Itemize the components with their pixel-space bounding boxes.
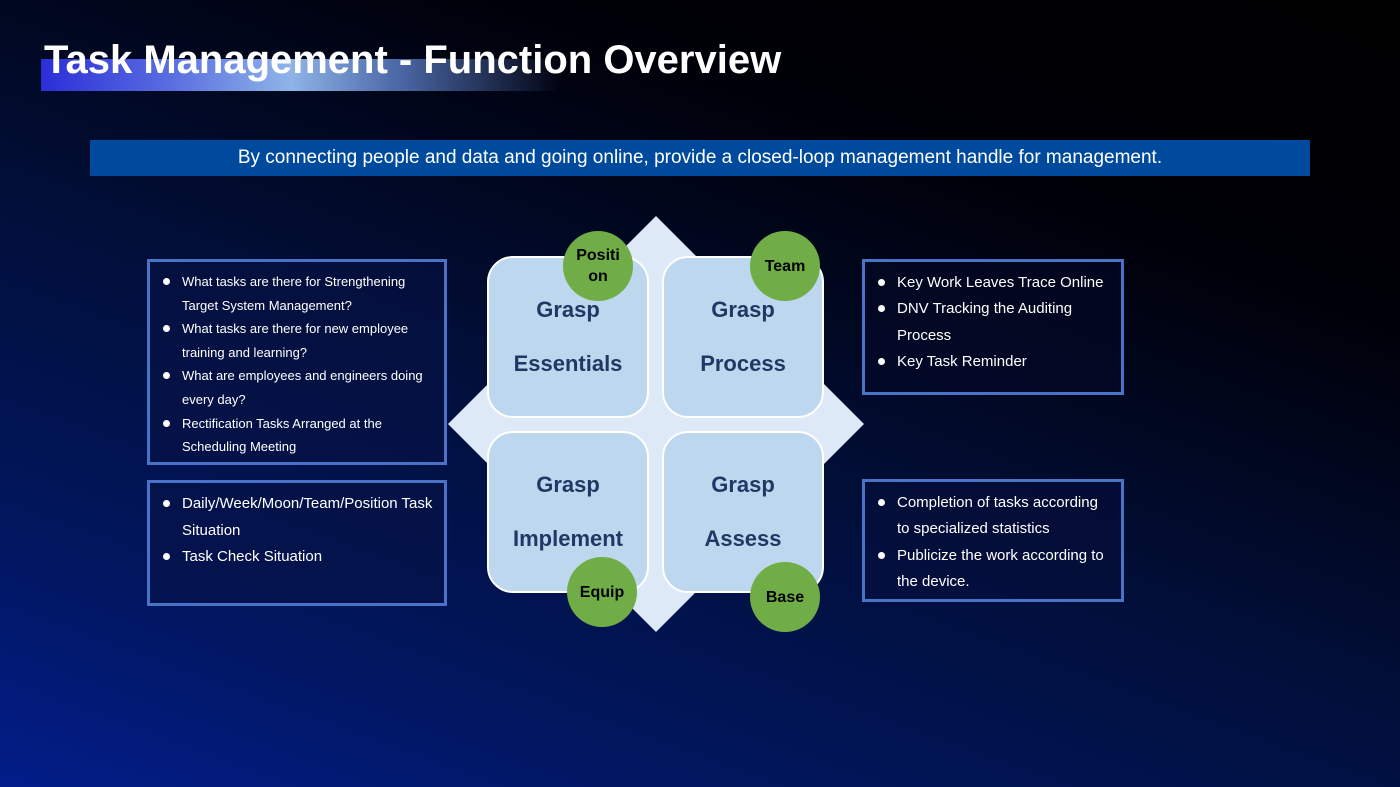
title-highlight-bar (41, 59, 561, 91)
badge-position: Positi on (563, 231, 633, 301)
info-box-implement: Daily/Week/Moon/Team/Position Task Situa… (147, 480, 447, 606)
list-item-text: Task Check Situation (182, 548, 323, 565)
list-item-text: Key Work Leaves Trace Online (897, 274, 1104, 291)
badge-team: Team (750, 231, 820, 301)
quadrant-grasp-process: Grasp Process (662, 256, 824, 418)
list-item: Publicize the work according to the devi… (867, 543, 1113, 596)
list-item: What are employees and engineers doing e… (152, 364, 434, 411)
list-item: Key Work Leaves Trace Online (867, 270, 1113, 296)
bullet-icon (163, 372, 170, 380)
page-title: Task Management - Function Overview (44, 38, 782, 82)
quadrant-grasp-assess: Grasp Assess (662, 431, 824, 593)
quadrant-label-line2: Essentials (513, 351, 623, 376)
badge-base: Base (750, 562, 820, 632)
list-item-text: Daily/Week/Moon/Team/Position Task Situa… (182, 495, 433, 539)
bullet-icon (163, 419, 170, 427)
list-item-text: What tasks are there for new employee tr… (182, 321, 409, 360)
bullet-icon (878, 551, 885, 559)
list-item: Completion of tasks according to special… (867, 490, 1113, 543)
list-item: What tasks are there for new employee tr… (152, 317, 434, 364)
list-item-text: Rectification Tasks Arranged at the Sche… (182, 415, 382, 455)
info-box-process: Key Work Leaves Trace Online DNV Trackin… (862, 259, 1124, 395)
list-item: DNV Tracking the Auditing Process (867, 296, 1113, 349)
quadrant-label-line1: Grasp (536, 297, 600, 322)
quadrant-label-line2: Assess (704, 526, 782, 551)
bullet-list: Completion of tasks according to special… (867, 490, 1113, 596)
bullet-icon (878, 358, 885, 366)
list-item: Daily/Week/Moon/Team/Position Task Situa… (152, 491, 434, 544)
info-box-essentials: What tasks are there for Strengthening T… (147, 259, 447, 465)
quadrant-label-line2: Implement (512, 526, 624, 551)
bullet-icon (878, 305, 885, 313)
quadrant-label-line1: Grasp (711, 472, 775, 497)
bullet-icon (163, 325, 170, 333)
list-item-text: Publicize the work according to the devi… (897, 546, 1104, 591)
quadrant-label-line1: Grasp (536, 472, 600, 497)
bullet-icon (878, 499, 885, 506)
summary-banner: By connecting people and data and going … (90, 140, 1310, 176)
quadrant-label-line2: Process (700, 351, 786, 376)
bullet-icon (163, 553, 170, 560)
bullet-list: What tasks are there for Strengthening T… (152, 270, 434, 459)
list-item: What tasks are there for Strengthening T… (152, 270, 434, 317)
list-item-text: Key Task Reminder (897, 353, 1027, 371)
badge-equip: Equip (567, 557, 637, 627)
info-box-assess: Completion of tasks according to special… (862, 479, 1124, 602)
list-item: Key Task Reminder (867, 349, 1113, 375)
summary-banner-text: By connecting people and data and going … (237, 147, 1163, 168)
list-item: Task Check Situation (152, 544, 434, 571)
list-item: Rectification Tasks Arranged at the Sche… (152, 412, 434, 459)
bullet-list: Daily/Week/Moon/Team/Position Task Situa… (152, 491, 434, 571)
list-item-text: What are employees and engineers doing e… (182, 368, 423, 407)
bullet-icon (878, 279, 885, 286)
list-item-text: DNV Tracking the Auditing Process (897, 300, 1073, 344)
bullet-icon (163, 278, 170, 285)
grasp-matrix-diagram: Grasp Essentials Grasp Process Grasp Imp… (448, 216, 864, 632)
bullet-icon (163, 500, 170, 507)
bullet-list: Key Work Leaves Trace Online DNV Trackin… (867, 270, 1113, 376)
list-item-text: What tasks are there for Strengthening T… (182, 274, 406, 313)
quadrant-label-line1: Grasp (711, 297, 775, 322)
list-item-text: Completion of tasks according to special… (897, 494, 1098, 538)
